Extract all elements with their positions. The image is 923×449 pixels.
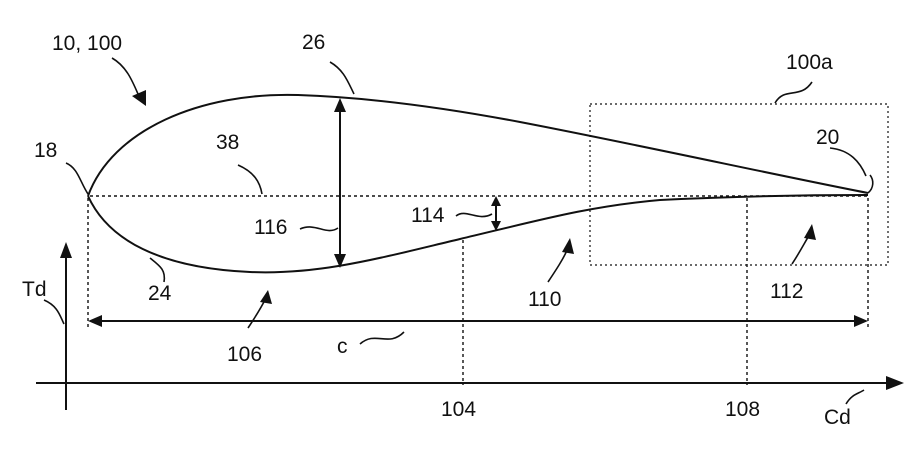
chord-dimension-arrow-left: [88, 315, 102, 327]
label-18: 18: [34, 139, 57, 162]
leader-18: [66, 163, 88, 194]
trailing-edge-curl: [868, 175, 873, 193]
leader-c: [360, 332, 404, 344]
detail-region-box: [590, 104, 888, 265]
arrow-106-head: [260, 290, 272, 304]
max-thickness-arrow-top: [334, 98, 346, 112]
leader-114: [456, 213, 492, 216]
leader-100a: [775, 82, 812, 103]
label-td: Td: [22, 278, 47, 301]
cd-axis-arrow: [886, 376, 904, 390]
chord-dimension-arrow-right: [854, 315, 868, 327]
leader-cd: [846, 390, 864, 404]
arrow-112-head: [804, 224, 816, 240]
label-c: c: [337, 335, 348, 358]
label-cd: Cd: [824, 406, 851, 429]
label-116: 116: [254, 216, 287, 239]
figure-ref-arrowhead: [132, 90, 146, 106]
label-114: 114: [411, 204, 445, 227]
pressure-side-curve: [88, 195, 868, 272]
label-figure-ref: 10, 100: [52, 32, 122, 55]
leader-td: [44, 300, 64, 324]
leader-24: [150, 258, 164, 282]
figure-ref-leader: [112, 58, 138, 94]
label-108: 108: [725, 398, 760, 421]
camber-arrow-top: [491, 196, 501, 206]
leader-38: [238, 165, 262, 194]
td-axis-arrow: [60, 242, 72, 258]
label-26: 26: [302, 31, 325, 54]
arrow-110-head: [562, 238, 574, 254]
leader-116: [300, 227, 338, 231]
label-112: 112: [770, 280, 803, 303]
suction-side-curve: [88, 95, 868, 196]
arrow-110-shaft: [548, 248, 568, 282]
label-38: 38: [216, 131, 239, 154]
label-20: 20: [816, 126, 839, 149]
label-110: 110: [528, 288, 561, 311]
label-104: 104: [441, 398, 476, 421]
leader-20: [830, 148, 866, 176]
label-24: 24: [148, 282, 172, 305]
label-106: 106: [227, 343, 262, 366]
leader-26: [330, 62, 354, 94]
label-100a: 100a: [786, 51, 833, 74]
